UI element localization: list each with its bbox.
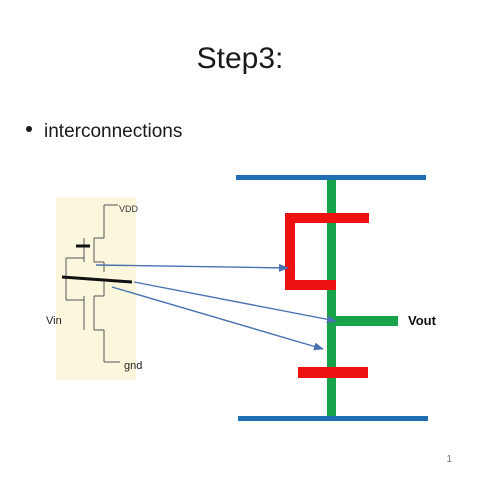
arrow-to-output xyxy=(133,281,337,324)
arrow-to-pmos-gate xyxy=(95,263,289,272)
vdd-rail xyxy=(236,175,426,180)
schematic-background xyxy=(56,197,136,380)
diffusion-strip xyxy=(327,180,336,416)
bullet-text: interconnections xyxy=(44,121,183,142)
stick-layout: Vout xyxy=(236,175,437,421)
arrow-to-nmos-gate xyxy=(111,286,324,351)
gnd-rail xyxy=(238,416,428,421)
nmos-poly-gate xyxy=(298,367,368,378)
inverter-schematic: VDD Vin gnd xyxy=(46,197,142,380)
vin-label: Vin xyxy=(46,315,62,327)
connection-arrows xyxy=(95,263,337,351)
bullet-dot-icon xyxy=(26,125,32,132)
page-number: 1 xyxy=(446,454,452,465)
bullet-item: interconnections xyxy=(26,122,182,141)
pmos-poly-gate xyxy=(285,213,369,290)
vdd-label: VDD xyxy=(119,204,139,214)
output-node-line xyxy=(61,275,133,284)
gnd-label: gnd xyxy=(124,360,142,372)
slide-title: Step3: xyxy=(196,42,284,75)
output-diffusion xyxy=(336,316,398,326)
vout-label: Vout xyxy=(408,313,437,328)
